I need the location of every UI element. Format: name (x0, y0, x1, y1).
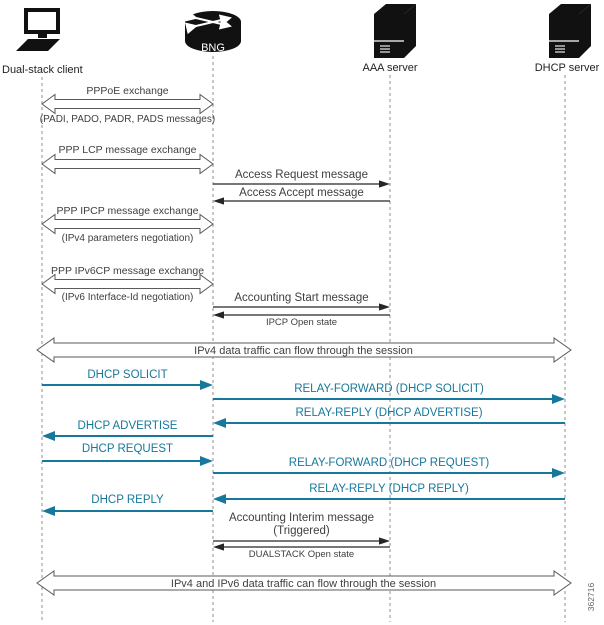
message-label: PPP IPCP message exchange (56, 205, 198, 217)
message-ipv4-ipv6-traffic: IPv4 and IPv6 data traffic can flow thro… (36, 570, 572, 596)
message-label: RELAY-FORWARD (DHCP REQUEST) (289, 457, 490, 469)
message-pppoe-exchange: PPPoE exchange (PADI, PADO, PADR, PADS me… (40, 85, 215, 125)
message-relay-reply-advertise: RELAY-REPLY (DHCP ADVERTISE) (213, 407, 565, 428)
message-label: DUALSTACK Open state (249, 549, 354, 560)
message-label: IPv4 data traffic can flow through the s… (194, 345, 413, 357)
server-icon-aaa (374, 4, 416, 58)
actor-label-aaa: AAA server (362, 62, 417, 74)
arrow-head (42, 506, 55, 516)
message-label: (Triggered) (273, 525, 330, 537)
message-ppp-ipv6cp-exchange: PPP IPv6CP message exchange (IPv6 Interfa… (41, 265, 214, 303)
message-label: Access Request message (235, 169, 368, 181)
block-arrow (41, 93, 214, 115)
block-arrow (36, 570, 572, 596)
actor-label-dhcp: DHCP server (535, 62, 600, 74)
message-label: IPv4 and IPv6 data traffic can flow thro… (171, 578, 436, 590)
lifelines (41, 56, 566, 622)
block-arrow (36, 337, 572, 363)
block-arrow (41, 213, 214, 235)
arrow-head (213, 311, 224, 319)
message-label: RELAY-FORWARD (DHCP SOLICIT) (294, 383, 484, 395)
message-ppp-lcp-exchange: PPP LCP message exchange (41, 144, 214, 175)
arrow-head (200, 380, 213, 390)
message-label: (PADI, PADO, PADR, PADS messages) (40, 114, 215, 125)
router-icon: BNG (184, 9, 241, 54)
message-relay-forward-solicit: RELAY-FORWARD (DHCP SOLICIT) (213, 383, 565, 404)
message-ipv4-traffic: IPv4 data traffic can flow through the s… (36, 337, 572, 363)
message-label: RELAY-REPLY (DHCP ADVERTISE) (295, 407, 482, 419)
message-relay-forward-request: RELAY-FORWARD (DHCP REQUEST) (213, 457, 565, 478)
arrow-head (379, 180, 390, 188)
message-accounting-interim: Accounting Interim message(Triggered) (213, 512, 390, 545)
message-label: DHCP REPLY (91, 494, 164, 506)
message-label: IPCP Open state (266, 317, 337, 328)
block-arrow (41, 153, 214, 175)
messages-layer: PPPoE exchange (PADI, PADO, PADR, PADS me… (36, 85, 572, 596)
arrow-head (379, 537, 390, 545)
message-dhcp-request: DHCP REQUEST (42, 443, 213, 466)
arrow-head (200, 456, 213, 466)
arrow-head (213, 418, 226, 428)
block-arrow (41, 273, 214, 295)
arrow-head (213, 494, 226, 504)
message-dualstack-open-state: DUALSTACK Open state (213, 543, 390, 560)
actor-label-client: Dual-stack client (2, 64, 83, 76)
figure-number: 362716 (586, 583, 596, 612)
message-ipcp-open-state: IPCP Open state (213, 311, 390, 328)
message-label: Accounting Start message (234, 292, 368, 304)
arrow-head (552, 394, 565, 404)
message-dhcp-advertise: DHCP ADVERTISE (42, 420, 213, 441)
message-label: DHCP REQUEST (82, 443, 173, 455)
arrow-head (552, 468, 565, 478)
message-label: Access Accept message (239, 187, 364, 199)
server-icon-dhcp (549, 4, 591, 58)
message-label: PPP IPv6CP message exchange (51, 265, 204, 277)
bng-label: BNG (201, 42, 225, 54)
message-label: DHCP SOLICIT (87, 369, 167, 381)
arrow-head (213, 197, 224, 205)
message-label: Accounting Interim message (229, 512, 374, 524)
message-accounting-start: Accounting Start message (213, 292, 390, 311)
message-label: PPP LCP message exchange (59, 144, 197, 156)
message-label: (IPv4 parameters negotiation) (62, 233, 194, 244)
arrow-head (42, 431, 55, 441)
arrow-head (379, 303, 390, 311)
message-access-accept: Access Accept message (213, 187, 390, 205)
message-label: RELAY-REPLY (DHCP REPLY) (309, 483, 469, 495)
message-label: PPPoE exchange (86, 85, 168, 97)
arrow-head (213, 543, 224, 551)
computer-icon (16, 8, 60, 51)
message-relay-reply-reply: RELAY-REPLY (DHCP REPLY) (213, 483, 565, 504)
message-dhcp-solicit: DHCP SOLICIT (42, 369, 213, 390)
message-dhcp-reply: DHCP REPLY (42, 494, 213, 516)
message-ppp-ipcp-exchange: PPP IPCP message exchange (IPv4 parameter… (41, 205, 214, 244)
message-label: (IPv6 Interface-Id negotiation) (62, 292, 194, 303)
message-access-request: Access Request message (213, 169, 390, 188)
message-label: DHCP ADVERTISE (78, 420, 178, 432)
